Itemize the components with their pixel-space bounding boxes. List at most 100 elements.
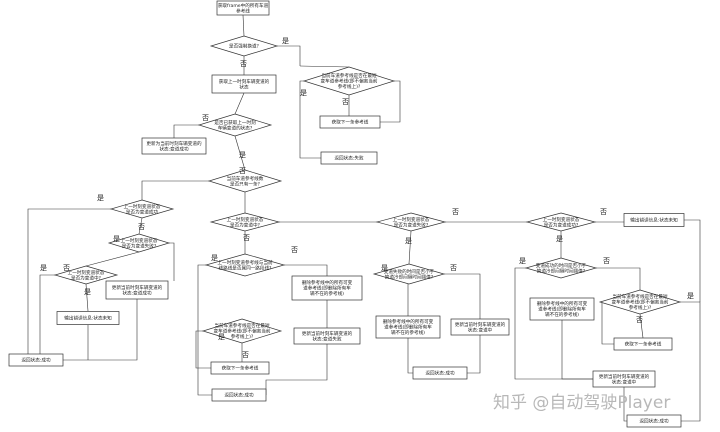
node-text: 上一时刻变道状态 bbox=[68, 269, 105, 276]
connector-line bbox=[141, 180, 209, 200]
connector-line bbox=[467, 335, 481, 374]
process-box bbox=[210, 361, 270, 375]
node-text: 是否为变道失败? bbox=[394, 221, 429, 228]
node-text: 是否为变道中? bbox=[71, 274, 102, 281]
node-text: 更新当前时刻车辆变道的 bbox=[302, 330, 353, 337]
node-get-next-r1: 获取下一条参考线 bbox=[319, 115, 381, 129]
node-text: 上一时刻变道状态 bbox=[227, 216, 264, 223]
node-text: 当前车道参考线数 bbox=[227, 175, 264, 182]
node-text: 上一时刻变道状态 bbox=[121, 237, 158, 244]
process-box bbox=[320, 151, 378, 165]
node-text: 参考线上)? bbox=[231, 333, 254, 340]
node-q-change-sig: 是否强制换道? bbox=[209, 35, 279, 57]
node-get-next-C: 获取下一条参考线 bbox=[613, 337, 673, 351]
yes-label: 是 bbox=[113, 235, 120, 243]
connector-line bbox=[380, 80, 401, 123]
node-text: 是否为变道失败? bbox=[122, 242, 157, 249]
connector-line bbox=[299, 65, 350, 68]
node-text: 当前车道参考线是否在最短 bbox=[612, 293, 668, 300]
node-text: 当前车道参考线是否在最短 bbox=[321, 72, 377, 79]
decision-diamond bbox=[201, 318, 283, 344]
node-text: 是否为变道成功? bbox=[544, 221, 579, 228]
node-text: 是否为变道成功 bbox=[126, 208, 159, 215]
node-text: 辆不在的参考线) bbox=[310, 290, 344, 297]
no-label: 否 bbox=[452, 208, 459, 216]
connector-line bbox=[169, 242, 175, 281]
node-text: 上一时刻变道状态 bbox=[393, 216, 430, 223]
connector-line bbox=[195, 330, 211, 369]
node-ret-success-C: 返回状态:成功 bbox=[626, 414, 682, 428]
no-label: 否 bbox=[242, 351, 249, 359]
no-label: 否 bbox=[600, 208, 607, 216]
no-label: 否 bbox=[240, 60, 247, 68]
process-box bbox=[592, 370, 656, 388]
node-text: 返回状态:成功 bbox=[224, 392, 254, 399]
node-text: 当前车道参考线是否在最短 bbox=[214, 322, 270, 329]
node-text: 参考线 bbox=[236, 7, 250, 14]
yes-label: 是 bbox=[40, 264, 47, 272]
connector-line bbox=[623, 387, 627, 422]
connector-line bbox=[284, 264, 328, 276]
node-text: 上一时刻变道状态 bbox=[543, 216, 580, 223]
decision-diamond bbox=[524, 257, 598, 279]
no-label: 否 bbox=[342, 98, 349, 106]
node-text: 状态 bbox=[239, 83, 249, 90]
process-box bbox=[623, 213, 685, 227]
node-text: 状态:变道中 bbox=[468, 326, 493, 333]
node-get-next-A: 获取下一条参考线 bbox=[210, 361, 270, 375]
decision-diamond bbox=[107, 233, 171, 253]
process-box bbox=[412, 366, 468, 380]
node-output-unknown-C: 输出错误信息:状态未知 bbox=[623, 213, 685, 227]
connector-line bbox=[242, 14, 245, 37]
node-text: 是否强制换道? bbox=[229, 43, 260, 50]
process-box bbox=[211, 388, 267, 402]
decision-diamond bbox=[375, 212, 447, 232]
decision-diamond bbox=[372, 263, 446, 285]
process-box bbox=[216, 0, 270, 16]
yes-label: 是 bbox=[211, 254, 218, 262]
node-text: 是否已获取上一时刻 bbox=[214, 119, 256, 126]
no-label: 否 bbox=[138, 223, 145, 231]
node-text: 更新当前时刻车辆变道的 bbox=[599, 373, 650, 380]
yes-label: 是 bbox=[381, 264, 388, 272]
no-label: 否 bbox=[63, 264, 70, 272]
connector-line bbox=[639, 313, 644, 339]
node-text: 换道冷却间隔时间阈值? bbox=[385, 273, 434, 280]
node-text: 输出错误信息:状态未知 bbox=[64, 315, 112, 322]
node-text: 返回状态:成功 bbox=[425, 370, 455, 377]
node-text: 更新为当前时刻车辆变道的 bbox=[146, 140, 202, 147]
yes-label: 是 bbox=[239, 151, 246, 159]
no-label: 否 bbox=[603, 257, 610, 265]
node-text: 删除参考线中的所有可变 bbox=[302, 279, 353, 286]
connector-line bbox=[600, 301, 614, 345]
process-box bbox=[529, 297, 595, 321]
process-box bbox=[141, 137, 207, 155]
node-text: 获取下一条参考线 bbox=[625, 341, 662, 348]
process-box bbox=[319, 115, 381, 129]
connector-line bbox=[138, 217, 143, 235]
process-box bbox=[105, 280, 169, 300]
node-ret-success-L: 返回状态:成功 bbox=[8, 353, 64, 367]
node-text: 删除参考线中的所有可变 bbox=[537, 300, 588, 307]
node-text: 换道冷却间隔时间阈值? bbox=[537, 267, 586, 274]
connector-line bbox=[85, 251, 140, 267]
node-text: 上一时刻变道参考线与当前 bbox=[217, 259, 273, 266]
process-box bbox=[613, 337, 673, 351]
connector-line bbox=[63, 299, 138, 361]
node-text: 状态:变道成功 bbox=[122, 289, 152, 296]
